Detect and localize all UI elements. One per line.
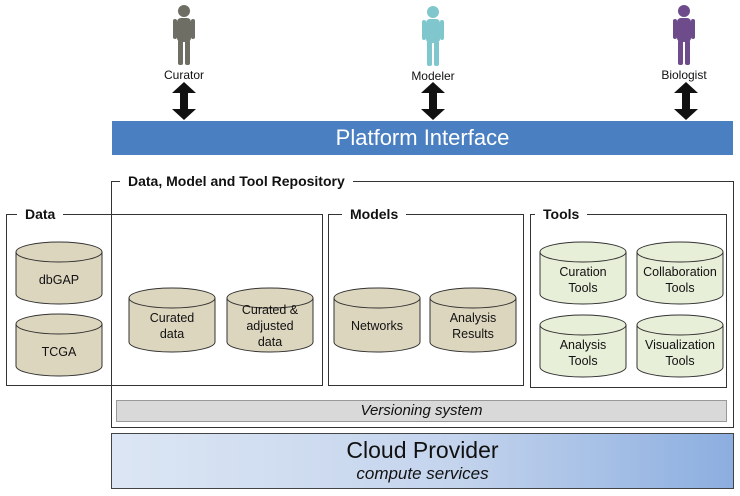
cloud-provider-title: Cloud Provider [346, 437, 499, 463]
biologist-double-arrow-icon [674, 82, 698, 120]
cloud-provider-box: Cloud Provider compute services [111, 433, 734, 489]
database-cylinder-icon [636, 241, 724, 305]
analysis-tools-database: Analysis Tools [539, 314, 627, 378]
database-cylinder-icon [15, 241, 103, 305]
curation-tools-label: Curation Tools [559, 265, 607, 295]
data-panel-frame [6, 214, 323, 386]
modeler-double-arrow-icon [421, 82, 445, 120]
analysis-tools-label: Analysis Tools [559, 338, 607, 368]
modeler-person-icon [422, 6, 444, 66]
repository-frame [111, 181, 734, 428]
curator-double-arrow-icon [172, 82, 196, 120]
cloud-provider-subtitle: compute services [356, 464, 489, 483]
database-cylinder-icon [128, 287, 216, 353]
models-panel-title: Models [342, 206, 407, 222]
curated-adjusted-data-database: Curated & adjusted data [226, 287, 314, 353]
analysis-results-label: Analysis Results [449, 311, 497, 341]
database-cylinder-icon [226, 287, 314, 353]
biologist-label: Biologist [661, 68, 707, 82]
database-cylinder-icon [333, 287, 421, 353]
tcga-database: TCGA [15, 313, 103, 377]
database-cylinder-icon [429, 287, 517, 353]
dbgap-label: dbGAP [38, 273, 80, 287]
dbgap-database: dbGAP [15, 241, 103, 305]
curator-person-icon [173, 5, 195, 65]
versioning-system-bar: Versioning system [116, 400, 727, 422]
database-cylinder-icon [539, 241, 627, 305]
modeler-label: Modeler [411, 69, 455, 83]
curator-label: Curator [163, 68, 204, 82]
curated-data-label: Curated data [149, 311, 195, 341]
database-cylinder-icon [15, 313, 103, 377]
tools-panel-frame [530, 214, 727, 388]
actor-biologist: Biologist [654, 4, 714, 82]
tcga-label: TCGA [41, 345, 77, 359]
tools-panel-title: Tools [535, 206, 588, 222]
visualization-tools-label: Visualization Tools [645, 338, 715, 368]
analysis-results-database: Analysis Results [429, 287, 517, 353]
curation-tools-database: Curation Tools [539, 241, 627, 305]
data-panel-title: Data [17, 206, 64, 222]
visualization-tools-database: Visualization Tools [636, 314, 724, 378]
curated-data-database: Curated data [128, 287, 216, 353]
database-cylinder-icon [636, 314, 724, 378]
actor-curator: Curator [154, 4, 214, 82]
curated-adjusted-data-label: Curated & adjusted data [241, 303, 299, 349]
networks-database: Networks [333, 287, 421, 353]
networks-label: Networks [350, 319, 404, 333]
database-cylinder-icon [539, 314, 627, 378]
biologist-person-icon [673, 5, 695, 65]
collaboration-tools-label: Collaboration Tools [643, 265, 717, 295]
models-panel-frame [328, 214, 524, 386]
collaboration-tools-database: Collaboration Tools [636, 241, 724, 305]
platform-interface-bar: Platform Interface [112, 121, 733, 155]
actor-modeler: Modeler [403, 5, 463, 83]
repository-title: Data, Model and Tool Repository [120, 173, 353, 189]
